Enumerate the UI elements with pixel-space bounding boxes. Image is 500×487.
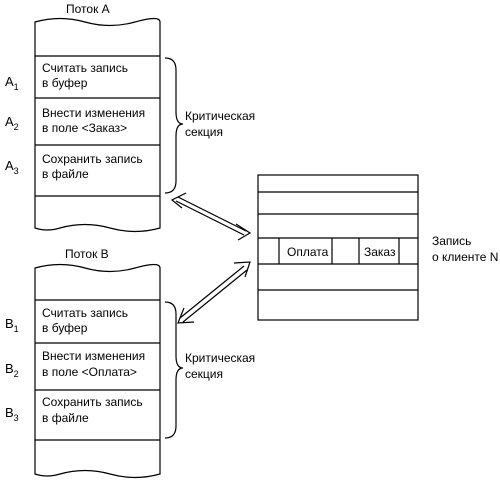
thread-b-critical-label-line1: Критическая xyxy=(185,351,255,365)
thread-b-critical-brace xyxy=(164,301,184,439)
thread-b-step-1-line2: в буфер xyxy=(42,321,88,335)
thread-b-step-1-line1: Считать запись xyxy=(42,306,128,320)
arrow-shaft-line xyxy=(175,200,245,236)
thread-b-step-2-marker: B2 xyxy=(5,361,19,379)
thread-a-step-1-line1: Считать запись xyxy=(42,61,128,75)
thread-a-critical-label-line1: Критическая xyxy=(185,109,255,123)
thread-a-title: Поток A xyxy=(66,2,110,16)
marker-letter: B xyxy=(5,405,14,420)
thread-b-step-3-line2: в файле xyxy=(42,411,89,425)
customer-record-table: Оплата Заказ xyxy=(257,174,419,321)
thread-a-step-3-line1: Сохранить запись xyxy=(42,152,143,166)
record-caption-line2: о клиенте N xyxy=(432,250,498,264)
thread-b: Поток B Считать запись в буфер Внести из… xyxy=(5,247,255,479)
thread-b-step-3-line1: Сохранить запись xyxy=(42,395,143,409)
marker-letter: A xyxy=(5,114,14,129)
thread-a-column xyxy=(34,17,161,233)
thread-b-step-3-marker: B3 xyxy=(5,405,19,423)
marker-index: 3 xyxy=(14,413,19,423)
thread-b-title: Поток B xyxy=(65,247,109,261)
thread-a: Поток A Считать запись в буфер Внести из… xyxy=(5,2,255,233)
marker-letter: A xyxy=(5,74,14,89)
thread-b-column xyxy=(34,263,161,479)
arrow-head xyxy=(233,261,251,278)
thread-a-step-1-line2: в буфер xyxy=(42,76,88,90)
thread-b-critical-label-line2: секция xyxy=(185,367,223,381)
thread-a-step-3-marker: A3 xyxy=(5,158,19,176)
arrow-head xyxy=(170,192,187,209)
thread-a-step-2-line1: Внести изменения xyxy=(42,106,145,120)
thread-a-critical-label-line2: секция xyxy=(185,125,223,139)
marker-letter: B xyxy=(5,361,14,376)
record-caption-line1: Запись xyxy=(432,234,471,248)
thread-a-step-2-marker: A2 xyxy=(5,114,19,132)
marker-index: 2 xyxy=(14,369,19,379)
arrow-shaft-line xyxy=(177,196,247,232)
record-field-order: Заказ xyxy=(364,245,396,259)
arrow-shaft-line xyxy=(179,265,245,319)
arrow-shaft-line xyxy=(182,269,248,323)
marker-index: 2 xyxy=(14,122,19,132)
thread-a-step-3-line2: в файле xyxy=(42,167,89,181)
thread-b-step-1-marker: B1 xyxy=(5,316,19,334)
marker-letter: B xyxy=(5,316,14,331)
arrow-thread-a-to-record xyxy=(170,192,252,241)
thread-a-step-1-marker: A1 xyxy=(5,74,19,92)
marker-index: 3 xyxy=(14,166,19,176)
arrow-thread-b-to-record xyxy=(177,261,251,324)
record-field-payment: Оплата xyxy=(287,245,329,259)
marker-index: 1 xyxy=(14,324,19,334)
thread-b-step-2-line1: Внести изменения xyxy=(42,349,145,363)
thread-a-step-2-line2: в поле <Заказ> xyxy=(42,121,127,135)
record-table-frame xyxy=(257,174,419,321)
arrow-head xyxy=(235,223,252,241)
marker-letter: A xyxy=(5,158,14,173)
arrow-head xyxy=(177,307,195,324)
thread-b-step-2-line2: в поле <Оплата> xyxy=(42,365,137,379)
marker-index: 1 xyxy=(14,82,19,92)
thread-a-critical-brace xyxy=(164,57,184,194)
